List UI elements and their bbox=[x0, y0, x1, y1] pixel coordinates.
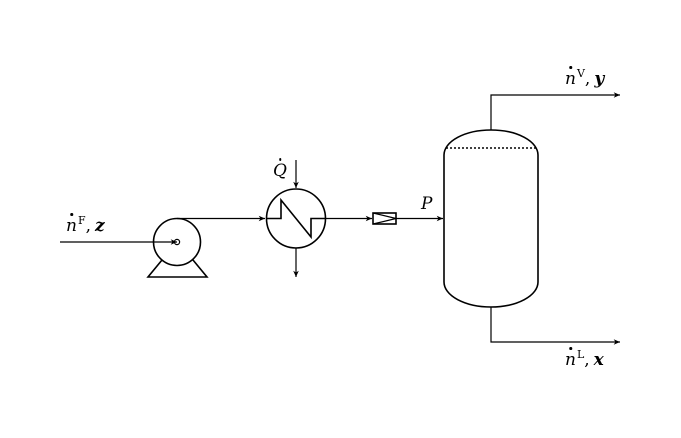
vapor-outlet-line bbox=[490, 92, 620, 130]
heat-label: Q bbox=[273, 163, 287, 180]
feed-label: nF,z bbox=[66, 215, 105, 236]
vapor-label: nV,y bbox=[565, 68, 605, 89]
feed-composition: z bbox=[95, 216, 105, 236]
flash-drum-icon bbox=[443, 129, 539, 308]
valve-icon bbox=[372, 212, 397, 225]
feed-superscript: F bbox=[77, 214, 86, 227]
vapor-separator: , bbox=[584, 69, 591, 89]
vapor-symbol: n bbox=[565, 69, 576, 89]
vapor-composition: y bbox=[594, 69, 605, 89]
pump-icon bbox=[146, 217, 209, 278]
liquid-superscript: L bbox=[576, 348, 585, 361]
liquid-label: nL,x bbox=[565, 349, 604, 370]
feed-symbol: n bbox=[66, 216, 77, 236]
heat-exchanger-icon bbox=[265, 188, 327, 249]
liquid-symbol: n bbox=[565, 350, 576, 370]
liquid-separator: , bbox=[584, 350, 590, 370]
liquid-composition: x bbox=[593, 350, 604, 370]
pressure-label: P bbox=[421, 196, 432, 213]
pressure-symbol: P bbox=[421, 194, 433, 214]
liquid-outlet-line bbox=[490, 307, 620, 345]
feed-separator: , bbox=[85, 216, 91, 236]
vapor-superscript: V bbox=[576, 67, 585, 80]
heat-symbol: Q bbox=[273, 161, 287, 181]
